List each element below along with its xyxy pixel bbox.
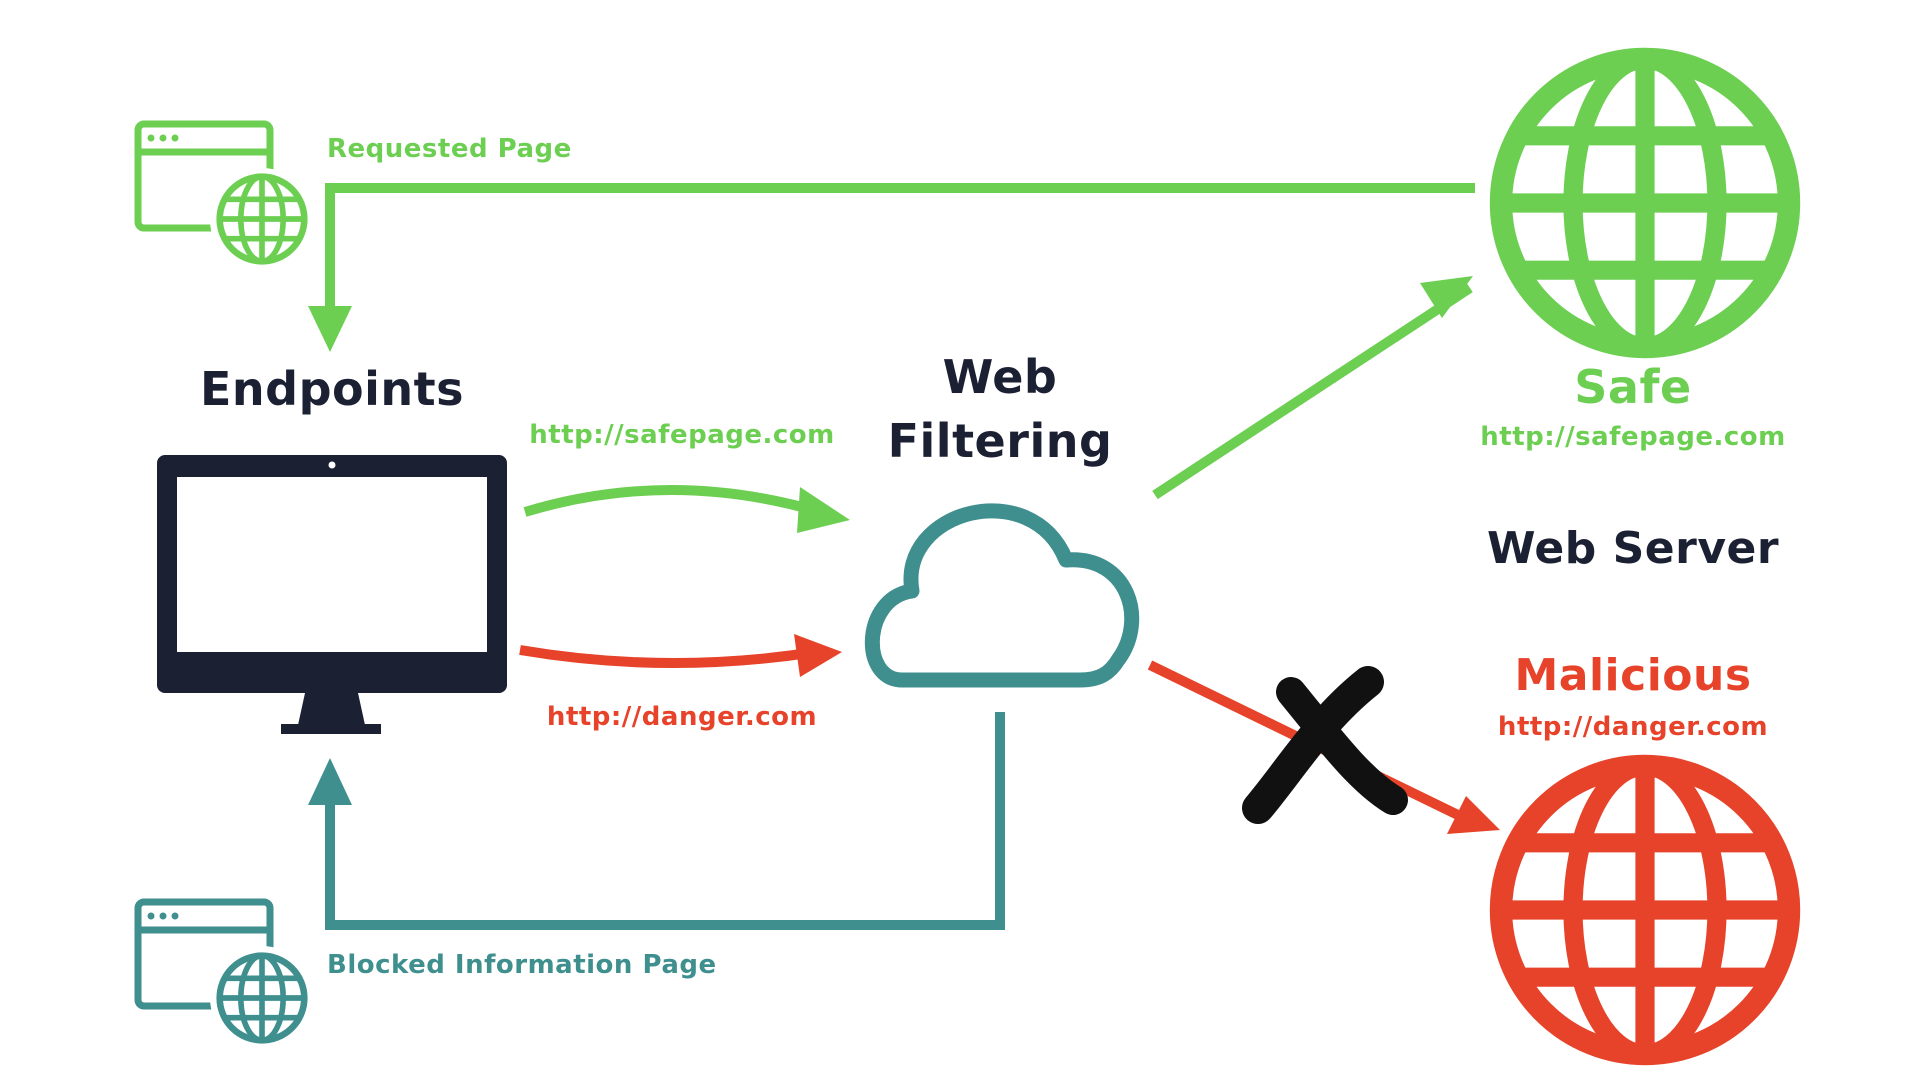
allowed-traffic-arrow <box>1152 276 1473 500</box>
blocked-page-browser-icon <box>134 898 314 1050</box>
endpoints-title: Endpoints <box>199 362 465 416</box>
malicious-server-url: http://danger.com <box>1497 712 1769 742</box>
safe-request-url: http://safepage.com <box>529 420 835 450</box>
danger-request-arrow <box>519 634 842 677</box>
safe-server-globe-icon <box>1501 59 1789 347</box>
safe-request-arrow <box>523 485 850 533</box>
requested-page-label: Requested Page <box>327 134 572 164</box>
web-filtering-title: Web Filtering <box>888 345 1113 473</box>
cloud-icon <box>865 503 1140 688</box>
requested-page-arrow <box>308 183 1475 352</box>
web-filtering-line1: Web <box>942 350 1058 404</box>
safe-title: Safe <box>1574 360 1692 414</box>
malicious-title: Malicious <box>1514 650 1752 701</box>
blocked-page-arrow <box>308 712 1005 930</box>
x-mark-icon <box>1242 666 1408 824</box>
desktop-monitor-icon <box>157 455 507 734</box>
safe-server-url: http://safepage.com <box>1480 422 1786 452</box>
danger-request-url: http://danger.com <box>546 702 818 732</box>
web-filtering-line2: Filtering <box>887 414 1113 468</box>
requested-page-browser-icon <box>134 120 314 272</box>
web-server-title: Web Server <box>1486 523 1780 574</box>
malicious-server-globe-icon <box>1501 766 1789 1054</box>
blocked-page-label: Blocked Information Page <box>327 950 717 980</box>
